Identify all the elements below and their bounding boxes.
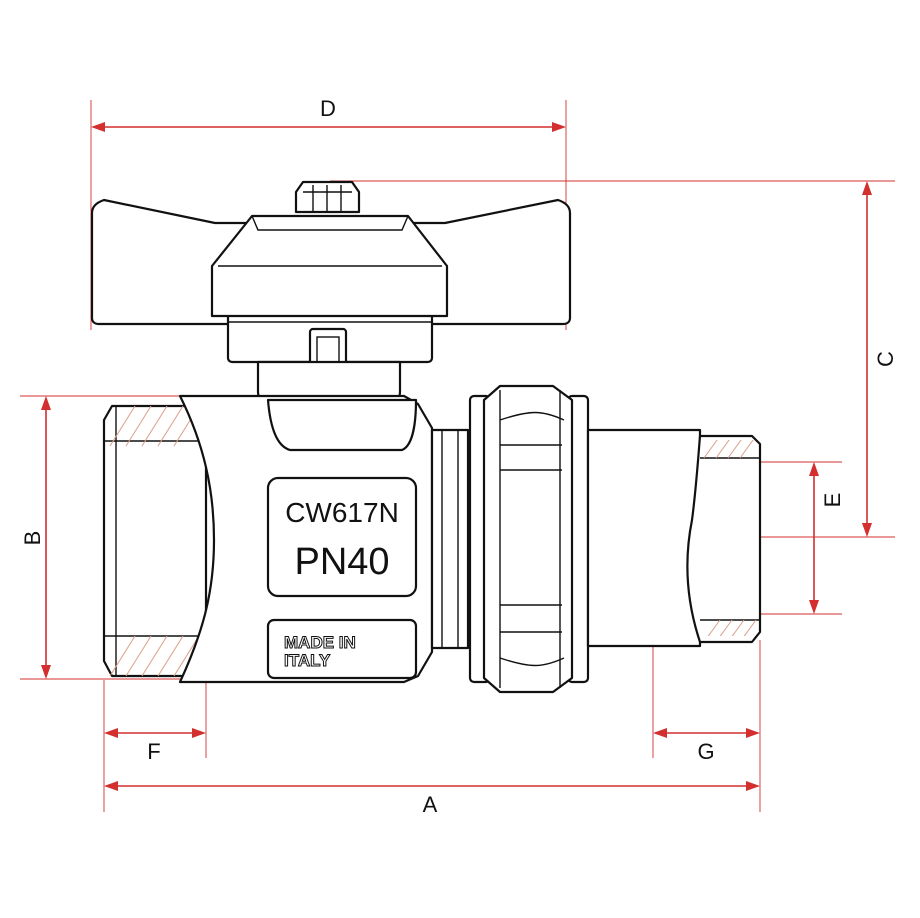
dimension-b: B xyxy=(20,396,51,679)
dimension-label-a: A xyxy=(423,792,438,817)
left-thread-hatch xyxy=(109,405,200,677)
dimension-e: E xyxy=(809,462,845,614)
dimension-label-b: B xyxy=(20,531,45,546)
dimension-c: C xyxy=(862,181,898,537)
dimension-label-c: C xyxy=(873,351,898,367)
pressure-marking: PN40 xyxy=(294,541,389,583)
dimension-label-f: F xyxy=(147,739,160,764)
valve-body xyxy=(178,394,470,684)
dimension-d: D xyxy=(91,96,566,132)
dimension-label-d: D xyxy=(320,96,336,121)
dimension-a: A xyxy=(104,781,760,817)
left-female-end xyxy=(102,404,208,678)
union-nut xyxy=(468,384,590,694)
origin-marking-line2: ITALY xyxy=(284,651,331,670)
body-markings: CW617N PN40 MADE IN ITALY xyxy=(284,497,399,671)
butterfly-handle xyxy=(90,180,572,379)
dimension-label-g: G xyxy=(697,739,714,764)
dimension-g: G xyxy=(653,728,760,764)
material-marking: CW617N xyxy=(285,497,399,528)
origin-marking-line1: MADE IN xyxy=(284,633,356,652)
right-thread-hatch xyxy=(703,440,757,636)
right-male-end xyxy=(586,428,762,648)
dimension-f: F xyxy=(104,728,206,764)
dimension-label-e: E xyxy=(820,493,845,508)
